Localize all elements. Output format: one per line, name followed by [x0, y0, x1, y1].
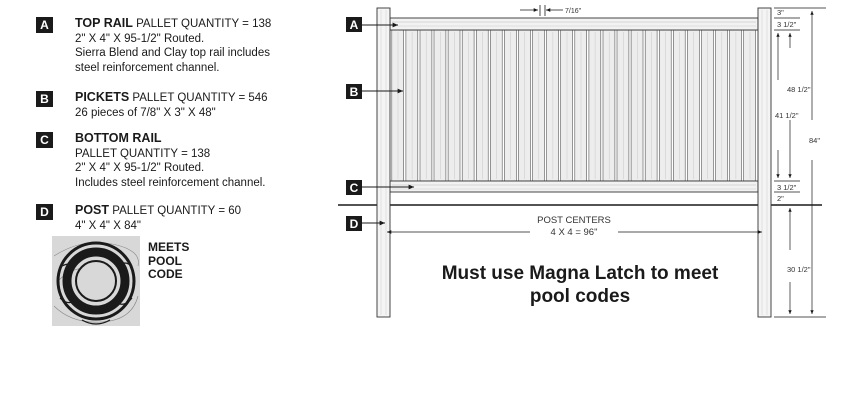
post-right	[757, 7, 772, 318]
svg-text:3 1/2": 3 1/2"	[777, 20, 797, 29]
callout-badge-a: A	[36, 17, 53, 33]
svg-text:C: C	[350, 181, 359, 195]
picket	[489, 29, 503, 182]
svg-text:A: A	[350, 18, 359, 32]
note-line: Must use Magna Latch to meet	[441, 263, 719, 284]
svg-text:D: D	[350, 217, 359, 231]
spec-line: 26 pieces of 7/8" X 3" X 48"	[75, 106, 216, 119]
spec-line: steel reinforcement channel.	[75, 61, 220, 74]
picket	[687, 29, 700, 182]
spec-title: BOTTOM RAIL	[75, 131, 162, 145]
pickets	[391, 29, 756, 182]
picket	[672, 29, 686, 182]
spec-line: 2" X 4" X 95-1/2" Routed.	[75, 32, 205, 45]
svg-text:3 1/2": 3 1/2"	[777, 183, 797, 192]
post-centers-dimension: POST CENTERS 4 X 4 = 96"	[387, 215, 762, 238]
svg-text:41 1/2": 41 1/2"	[775, 111, 799, 120]
picket	[433, 29, 447, 182]
magna-latch-note: Must use Magna Latch to meet pool codes	[400, 262, 760, 308]
svg-text:3": 3"	[777, 8, 784, 17]
spec-line: 2" X 4" X 95-1/2" Routed.	[75, 162, 205, 175]
picket-gap-dimension: 7/16"	[520, 5, 582, 16]
spec-title: PICKETS	[75, 90, 130, 104]
post-left	[376, 7, 391, 318]
svg-text:48 1/2": 48 1/2"	[787, 85, 811, 94]
spec-title: TOP RAIL	[75, 16, 133, 30]
note-line: pool codes	[529, 286, 631, 307]
picket	[546, 29, 559, 182]
spec-detail: PALLET QUANTITY = 546	[132, 92, 268, 104]
callout-a: A	[346, 17, 398, 32]
bottom-rail	[389, 180, 759, 193]
pool-code-seal-icon	[52, 236, 140, 326]
vertical-dimension-labels: 3" 3 1/2" 48 1/2" 41 1/2" 84" 3 1/2" 2" …	[775, 8, 820, 274]
picket	[616, 29, 630, 182]
callout-b: B	[346, 84, 403, 99]
callout-badge-b: B	[36, 91, 53, 107]
spec-line: Sierra Blend and Clay top rail includes	[75, 47, 270, 60]
svg-text:84": 84"	[809, 136, 820, 145]
seal-line: CODE	[148, 267, 183, 281]
callout-badge-d: D	[36, 204, 53, 220]
svg-text:7/16": 7/16"	[565, 8, 582, 15]
callout-c: C	[346, 180, 414, 195]
spec-line: PALLET QUANTITY = 138	[75, 147, 211, 160]
svg-text:B: B	[350, 85, 359, 99]
callout-badge-c: C	[36, 132, 53, 148]
svg-text:2": 2"	[777, 194, 784, 203]
spec-detail: PALLET QUANTITY = 60	[112, 205, 242, 217]
spec-detail: PALLET QUANTITY = 138	[136, 18, 272, 30]
spec-line: 4" X 4" X 84"	[75, 219, 141, 232]
picket	[743, 29, 756, 182]
svg-text:POST CENTERS: POST CENTERS	[537, 215, 611, 226]
seal-caption: MEETS POOL CODE	[148, 240, 190, 282]
spec-title: POST	[75, 203, 110, 217]
svg-text:4 X 4 = 96": 4 X 4 = 96"	[551, 227, 598, 238]
top-rail	[389, 17, 759, 31]
callout-d: D	[346, 216, 385, 231]
seal-line: MEETS	[148, 240, 190, 254]
spec-line: Includes steel reinforcement channel.	[75, 176, 266, 189]
svg-text:30 1/2": 30 1/2"	[787, 265, 811, 274]
picket	[729, 29, 742, 182]
picket	[405, 29, 419, 182]
picket	[560, 29, 573, 182]
picket	[504, 29, 517, 182]
seal-line: POOL	[148, 253, 183, 268]
vertical-dimensions	[774, 7, 826, 318]
